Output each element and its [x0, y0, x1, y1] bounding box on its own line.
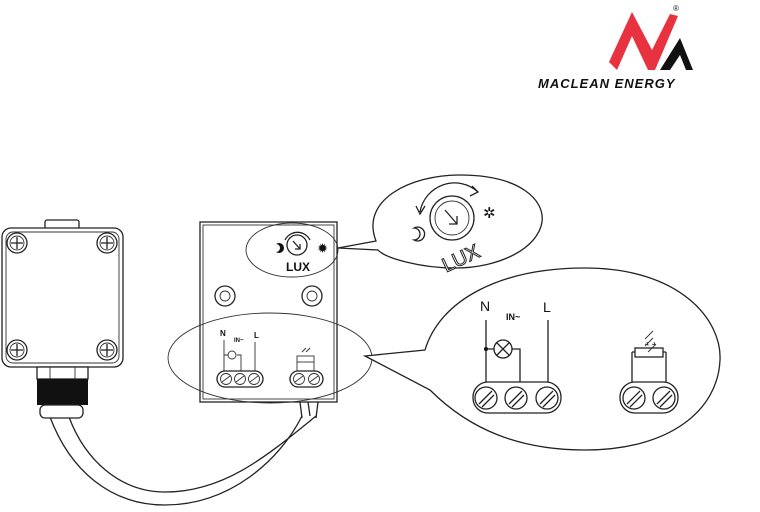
terminal-area: N IN~ L: [216, 329, 324, 388]
lux-knob: ✹ LUX: [276, 231, 328, 274]
label-n: N: [220, 329, 226, 338]
mounting-hole: [214, 285, 236, 307]
screw-icon: [96, 232, 118, 254]
screw-icon: [6, 232, 28, 254]
screw-icon: [6, 339, 28, 361]
knob-highlight-ellipse: [245, 222, 339, 278]
screw-terminal-icon: [472, 381, 562, 414]
twilight-switch-device: ✹ LUX N IN~ L: [167, 221, 373, 404]
cable-gland: [36, 366, 89, 419]
moon-icon: [411, 226, 426, 242]
sun-icon: ✹: [317, 243, 328, 255]
label-l: L: [254, 331, 259, 340]
screw-terminal-icon: [619, 381, 679, 414]
maclean-energy-logo: ® MACLEAN ENERGY: [538, 4, 693, 91]
callout-label-l: L: [543, 299, 551, 315]
moon-icon: [276, 243, 284, 254]
lamp-icon: [227, 350, 237, 360]
sensor-box: [1, 219, 124, 419]
callout-label-n: N: [480, 298, 490, 314]
sun-icon: ✲: [483, 205, 496, 222]
rotate-arrows-icon: [419, 182, 479, 213]
logo-red-m: [609, 12, 678, 70]
knob-callout: ✲ LUX: [337, 174, 543, 278]
screw-icon: [96, 339, 118, 361]
label-in: IN~: [234, 338, 244, 344]
callout-label-in: IN~: [506, 312, 520, 322]
terminal-callout: N IN~ L: [362, 267, 721, 451]
brand-name: MACLEAN ENERGY: [538, 76, 676, 91]
logo-black-peak: [660, 38, 693, 70]
lamp-icon: [493, 339, 513, 359]
mounting-hole: [301, 285, 323, 307]
registered-mark: ®: [673, 4, 679, 13]
photoresistor-icon: [631, 330, 667, 382]
photoresistor-icon: [296, 355, 315, 363]
knob-label: LUX: [286, 260, 310, 274]
cable: [49, 401, 319, 506]
